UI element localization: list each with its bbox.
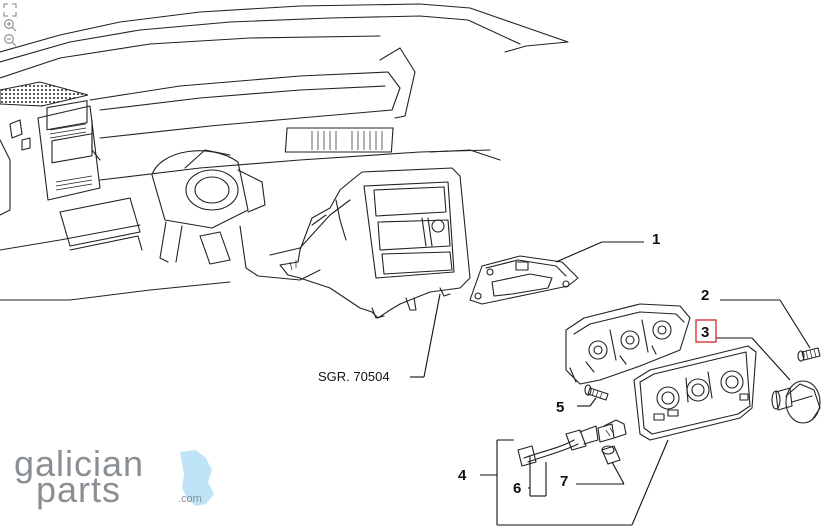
part-7-plug (601, 445, 621, 465)
center-stack-left (0, 100, 101, 216)
logo-line-2: parts (36, 469, 121, 510)
steering-column (151, 149, 321, 281)
part-4-wiring-harness (517, 419, 627, 467)
zoom-toolbar (3, 3, 21, 48)
console-housing (279, 167, 471, 319)
galicia-map-shape (180, 450, 214, 506)
group-reference-label: SGR. 70504 (318, 369, 390, 384)
leader-lines (410, 241, 811, 526)
callout-3-highlight-box (695, 319, 717, 343)
callout-5: 5 (556, 399, 564, 416)
callout-7: 7 (560, 473, 568, 490)
callout-2: 2 (701, 287, 709, 304)
part-1-bracket (469, 255, 579, 305)
galicianparts-logo: galician parts .com (14, 443, 214, 510)
callout-1: 1 (652, 231, 660, 248)
callout-4: 4 (458, 467, 467, 484)
air-vent-right (284, 127, 394, 153)
defrost-grille (0, 81, 89, 107)
callout-3: 3 (701, 324, 709, 341)
zoom-out-icon[interactable] (3, 33, 17, 47)
control-faceplate (633, 345, 757, 441)
part-5-screw (584, 384, 609, 401)
callout-6: 6 (513, 480, 521, 497)
part-3-knob (771, 380, 821, 424)
dashboard-drawing (0, 3, 569, 301)
logo-domain: .com (178, 493, 202, 505)
logo-line-1: galician (14, 443, 144, 484)
zoom-in-icon[interactable] (3, 18, 17, 32)
part-2-screw (797, 347, 821, 362)
control-rear-housing (565, 303, 691, 385)
fullscreen-icon[interactable] (3, 3, 17, 17)
